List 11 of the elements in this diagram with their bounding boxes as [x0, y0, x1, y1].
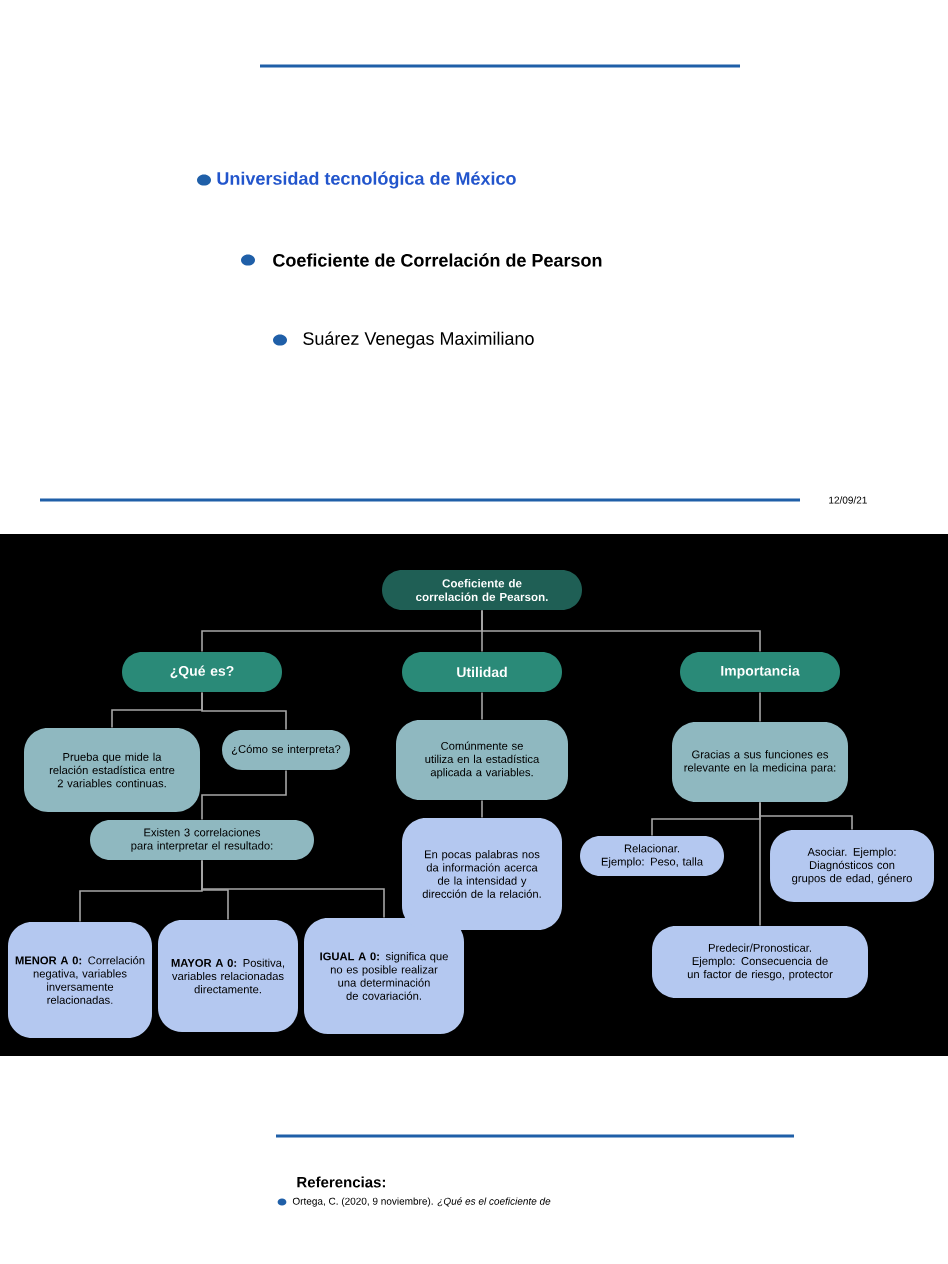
heading-text: Universidad tecnológica de México	[217, 171, 516, 189]
connector-line	[759, 801, 761, 927]
connector-line	[201, 769, 287, 821]
connector-line	[481, 799, 483, 819]
connector-line	[201, 691, 287, 731]
author-text: Suárez Venegas Maximiliano	[303, 331, 534, 349]
heading-text: Coeficiente de Correlación de Pearson	[273, 253, 602, 267]
connector-line	[481, 691, 483, 721]
connector-line	[201, 859, 385, 919]
connector-line	[759, 691, 761, 723]
connector-line	[481, 609, 761, 653]
